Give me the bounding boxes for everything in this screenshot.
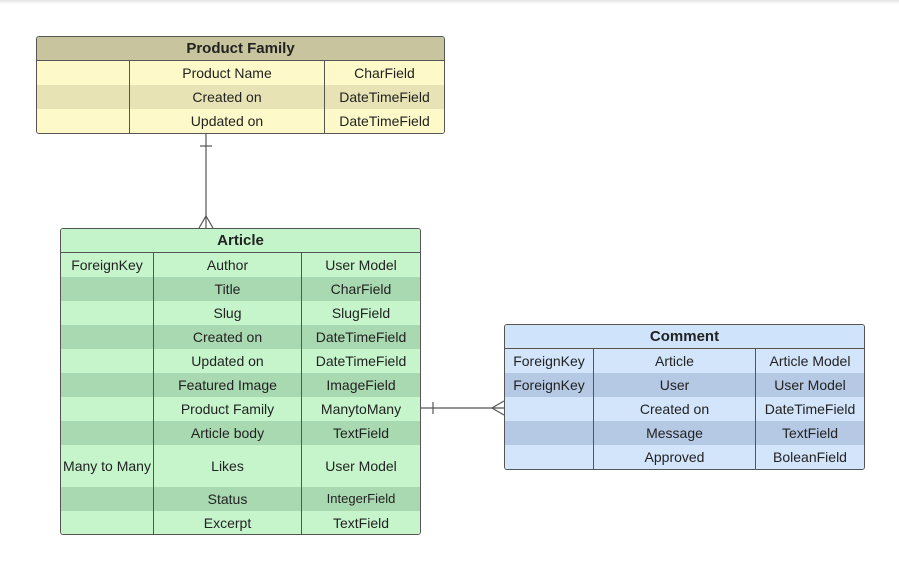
product-family-title: Product Family [37, 37, 444, 61]
field-type-cell: TextField [332, 515, 390, 531]
key-cell [61, 349, 154, 373]
key-cell: Many to Many [61, 445, 154, 487]
field-type-cell: User Model [325, 257, 397, 273]
key-cell [505, 445, 594, 469]
field-name-cell: Message [594, 421, 756, 445]
field-name-cell: Created on [130, 85, 325, 109]
field-type-cell: BoleanField [773, 449, 847, 465]
field-type-cell: Article Model [769, 353, 851, 369]
key-cell [61, 511, 154, 534]
field-name-cell: Title [154, 277, 302, 301]
field-name-cell: Product Family [154, 397, 302, 421]
article-many-crowfoot [198, 214, 214, 229]
product-family-row: Created on DateTimeField [37, 85, 444, 109]
key-cell: ForeignKey [61, 253, 154, 277]
field-type-cell: User Model [774, 377, 846, 393]
field-name-cell: Author [154, 253, 302, 277]
product-family-row: Product Name CharField [37, 61, 444, 85]
key-cell: ForeignKey [505, 373, 594, 397]
article-row: ForeignKey Author User Model [61, 253, 420, 277]
field-type-cell: DateTimeField [315, 353, 407, 369]
field-type-cell: CharField [330, 281, 392, 297]
field-type-cell: CharField [354, 65, 415, 81]
field-name-cell: Excerpt [154, 511, 302, 534]
article-title: Article [61, 229, 420, 253]
field-type-cell: SlugField [331, 305, 391, 321]
field-type-cell: DateTimeField [764, 401, 856, 417]
field-type-cell: User Model [325, 458, 397, 474]
comment-entity[interactable]: Comment ForeignKey Article Article Model… [504, 324, 865, 470]
field-name-cell: Article [594, 349, 756, 373]
key-cell [61, 397, 154, 421]
article-row: Status IntegerField [61, 487, 420, 511]
field-name-cell: Featured Image [154, 373, 302, 397]
field-name-cell: User [594, 373, 756, 397]
field-type-cell: TextField [332, 425, 390, 441]
article-row: Many to Many Likes User Model [61, 445, 420, 487]
field-name-cell: Created on [594, 397, 756, 421]
key-cell [61, 277, 154, 301]
top-toolbar-shadow [0, 0, 899, 4]
product-family-row: Updated on DateTimeField [37, 109, 444, 133]
field-name-cell: Updated on [154, 349, 302, 373]
key-cell: ForeignKey [505, 349, 594, 373]
article-row: Excerpt TextField [61, 511, 420, 534]
field-type-cell: ImageField [326, 377, 396, 393]
article-row: Product Family ManytoMany [61, 397, 420, 421]
field-name-cell: Updated on [130, 109, 325, 133]
article-row: Article body TextField [61, 421, 420, 445]
field-type-cell: DateTimeField [339, 89, 430, 105]
field-type-cell: DateTimeField [315, 329, 407, 345]
field-name-cell: Article body [154, 421, 302, 445]
comment-many-crowfoot [490, 400, 505, 416]
product-family-entity[interactable]: Product Family Product Name CharField Cr… [36, 36, 445, 134]
field-name-cell: Slug [154, 301, 302, 325]
key-cell [37, 109, 130, 133]
field-name-cell: Status [154, 487, 302, 511]
key-cell [61, 325, 154, 349]
field-type-cell: TextField [781, 425, 839, 441]
article-row: Title CharField [61, 277, 420, 301]
comment-row: Approved BoleanField [505, 445, 864, 469]
key-cell [61, 301, 154, 325]
field-name-cell: Approved [594, 445, 756, 469]
key-cell [61, 373, 154, 397]
field-name-cell: Product Name [130, 61, 325, 85]
article-entity[interactable]: Article ForeignKey Author User Model Tit… [60, 228, 421, 535]
article-row: Created on DateTimeField [61, 325, 420, 349]
key-cell [37, 85, 130, 109]
field-name-cell: Likes [154, 445, 302, 487]
field-type-cell: ManytoMany [320, 401, 402, 417]
key-cell [505, 421, 594, 445]
comment-row: ForeignKey Article Article Model [505, 349, 864, 373]
field-type-cell: IntegerField [326, 491, 396, 506]
comment-row: Created on DateTimeField [505, 397, 864, 421]
field-name-cell: Created on [154, 325, 302, 349]
comment-row: ForeignKey User User Model [505, 373, 864, 397]
article-row: Slug SlugField [61, 301, 420, 325]
key-cell [37, 61, 130, 85]
article-row: Featured Image ImageField [61, 373, 420, 397]
article-row: Updated on DateTimeField [61, 349, 420, 373]
key-cell [61, 421, 154, 445]
key-cell [505, 397, 594, 421]
field-type-cell: DateTimeField [339, 113, 430, 129]
comment-title: Comment [505, 325, 864, 349]
comment-row: Message TextField [505, 421, 864, 445]
key-cell [61, 487, 154, 511]
